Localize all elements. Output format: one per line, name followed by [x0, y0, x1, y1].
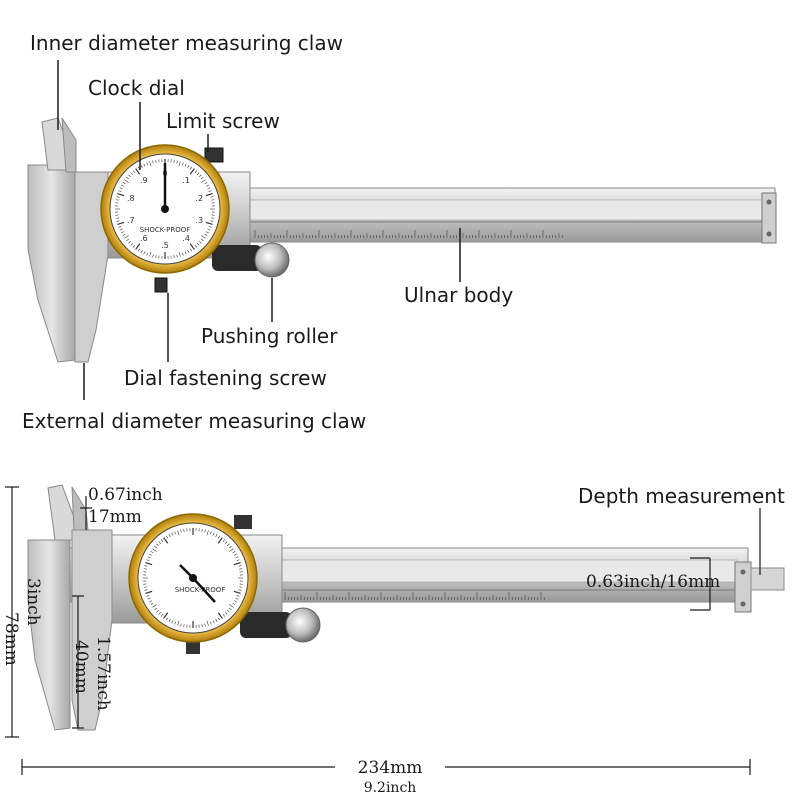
bottom-dial-needle [192, 577, 216, 603]
dim-height-mm: 78mm [1, 612, 21, 666]
dim-height-inch: 3inch [23, 578, 43, 626]
dial-number: .3 [195, 216, 203, 225]
top-fixed-jaw [27, 164, 76, 363]
label-dial-fastening-screw: Dial fastening screw [124, 366, 327, 390]
bottom-caliper: SHOCK-PROOF [1, 484, 785, 796]
dimension-lines [5, 486, 761, 775]
dim-length-inch: 9.2inch [364, 780, 417, 796]
top-ruler-scale [254, 230, 563, 238]
dial-number: .9 [140, 176, 148, 185]
bottom-dial-brand: SHOCK-PROOF [175, 586, 226, 594]
dim-claw-mm: 17mm [88, 507, 142, 527]
top-leader-lines [57, 60, 461, 400]
dial-number: .5 [161, 241, 169, 250]
dial-number: .6 [140, 234, 148, 243]
label-inner-claw: Inner diameter measuring claw [30, 31, 343, 55]
dial-number: .7 [127, 216, 135, 225]
bottom-ruler-scale [284, 592, 545, 600]
label-external-claw: External diameter measuring claw [22, 409, 366, 433]
label-depth-measurement: Depth measurement [578, 484, 785, 508]
label-pushing-roller: Pushing roller [201, 324, 338, 348]
label-limit-screw: Limit screw [166, 109, 280, 133]
dim-inner-inch: 1.57inch [93, 636, 113, 711]
dial-number: .2 [195, 194, 203, 203]
top-limit-screw [204, 147, 224, 163]
top-pushing-roller [254, 242, 290, 278]
bottom-clock-dial: SHOCK-PROOF [128, 513, 258, 643]
bottom-pushing-roller [285, 607, 321, 643]
dim-length-mm: 234mm [358, 758, 423, 778]
depth-rod [750, 567, 785, 591]
dim-depth: 0.63inch/16mm [586, 572, 720, 592]
dial-number: .1 [182, 176, 190, 185]
dim-inner-mm: 40mm [71, 640, 91, 694]
bottom-fixed-jaw [27, 539, 71, 731]
dial-number: .8 [127, 194, 135, 203]
dial-number: .4 [182, 234, 190, 243]
label-ulnar-body: Ulnar body [404, 283, 513, 307]
dim-claw-inch: 0.67inch [88, 485, 163, 505]
top-clock-dial: 0.1.2.3.4.5.6.7.8.9 SHOCK-PROOF [100, 144, 230, 274]
top-caliper: 0.1.2.3.4.5.6.7.8.9 SHOCK-PROOF Inner di… [22, 31, 777, 433]
label-clock-dial: Clock dial [88, 76, 185, 100]
top-dial-brand: SHOCK-PROOF [140, 226, 191, 234]
top-dial-fastening-screw [154, 277, 168, 293]
